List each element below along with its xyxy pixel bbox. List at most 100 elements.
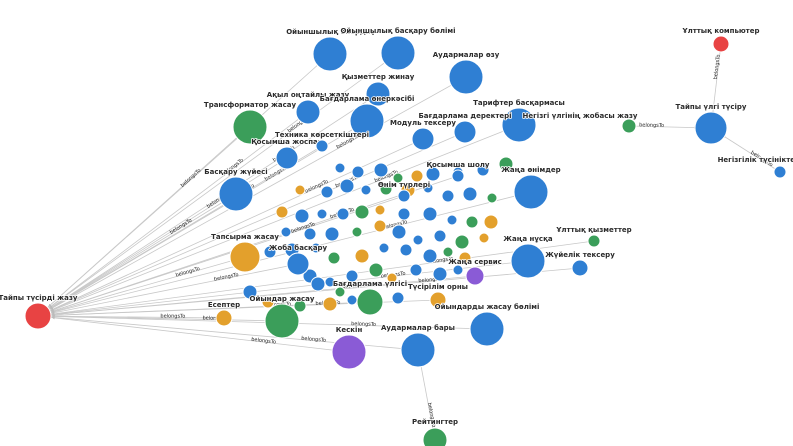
graph-node-minor[interactable]	[275, 205, 289, 219]
graph-node-minor[interactable]	[483, 214, 499, 230]
graph-node-minor[interactable]	[465, 215, 479, 229]
node-circle[interactable]	[229, 241, 261, 273]
graph-node-n22[interactable]: Аудармалар бары	[380, 323, 456, 368]
graph-node-n18[interactable]: Ойындар жасау	[249, 294, 316, 339]
graph-node-minor[interactable]	[391, 291, 405, 305]
node-circle[interactable]	[232, 109, 268, 145]
graph-node-n7[interactable]: Бағдарлама өнеркәсібі	[319, 94, 415, 139]
graph-node-n15[interactable]: Жаңа нұсқа	[503, 234, 554, 279]
graph-node-minor[interactable]	[346, 294, 358, 306]
graph-node-n11[interactable]: Қосымша жоспар	[250, 137, 324, 170]
graph-node-minor[interactable]	[303, 227, 317, 241]
graph-node-minor[interactable]	[360, 184, 372, 196]
node-circle[interactable]	[295, 99, 321, 125]
graph-node-minor[interactable]	[351, 226, 363, 238]
graph-node-n21[interactable]: Кескін	[331, 325, 367, 370]
graph-node-minor[interactable]	[339, 178, 355, 194]
node-circle[interactable]	[448, 59, 484, 95]
graph-node-n26[interactable]: Жүйелік тексеру	[544, 250, 616, 277]
graph-node-n23[interactable]: Ойындарды жасау бөлімі	[434, 302, 540, 347]
node-circle[interactable]	[712, 35, 730, 53]
graph-node-minor[interactable]	[458, 251, 472, 265]
node-circle[interactable]	[400, 332, 436, 368]
node-circle[interactable]	[621, 118, 637, 134]
graph-node-n28[interactable]: Техника көрсеткіштері	[274, 130, 370, 153]
node-circle[interactable]	[422, 427, 448, 446]
node-circle[interactable]	[513, 174, 549, 210]
graph-node-n14[interactable]: Тапсырма жасау	[210, 232, 280, 273]
graph-node-minor[interactable]	[409, 263, 423, 277]
graph-node-minor[interactable]	[294, 184, 306, 196]
graph-node-minor[interactable]	[242, 284, 258, 300]
node-circle[interactable]	[510, 243, 546, 279]
graph-node-n1[interactable]: Ойыншылық өнердің	[285, 27, 375, 72]
graph-node-n2[interactable]: Ойыншылық басқару бөлімі	[340, 26, 456, 71]
graph-node-n25[interactable]: Жаңа сервис	[447, 257, 503, 286]
graph-node-minor[interactable]	[422, 182, 434, 194]
node-circle[interactable]	[465, 266, 485, 286]
graph-node-r1[interactable]: Ұлттық компьютер	[681, 26, 760, 53]
graph-node-minor[interactable]	[336, 207, 350, 221]
node-circle[interactable]	[501, 107, 537, 143]
graph-node-n13[interactable]: Жаңа өнімдер	[501, 165, 561, 210]
graph-node-minor[interactable]	[392, 172, 404, 184]
graph-node-n27[interactable]: Ұлттық қызметтер	[555, 225, 632, 248]
node-circle[interactable]	[451, 169, 465, 183]
graph-node-n19[interactable]: Бағдарлама үлгісі	[332, 279, 408, 316]
node-circle[interactable]	[218, 176, 254, 212]
node-circle[interactable]	[215, 309, 233, 327]
graph-node-minor[interactable]	[412, 234, 424, 246]
node-circle[interactable]	[331, 334, 367, 370]
graph-node-minor[interactable]	[354, 248, 370, 264]
node-circle[interactable]	[312, 36, 348, 72]
node-circle[interactable]	[264, 303, 300, 339]
graph-node-n24[interactable]: Рейтингтер	[411, 417, 459, 446]
node-circle[interactable]	[429, 291, 447, 309]
graph-node-minor[interactable]	[320, 185, 334, 199]
graph-node-minor[interactable]	[410, 169, 424, 183]
graph-node-n4[interactable]: Қызметтер жинау	[341, 72, 416, 107]
node-circle[interactable]	[356, 288, 384, 316]
graph-node-minor[interactable]	[379, 182, 393, 196]
graph-node-minor[interactable]	[432, 266, 448, 282]
graph-node-minor[interactable]	[441, 189, 455, 203]
graph-node-minor[interactable]	[293, 299, 307, 313]
graph-node-minor[interactable]	[386, 272, 398, 284]
node-circle[interactable]	[24, 302, 52, 330]
graph-node-n9[interactable]: Модуль тексеру	[389, 118, 457, 151]
node-circle[interactable]	[315, 139, 329, 153]
graph-node-n10[interactable]: Бағдарлама деректері	[418, 111, 512, 144]
graph-node-minor[interactable]	[442, 246, 454, 258]
graph-node-n6[interactable]: Ақыл оңтайлы жазу	[266, 90, 350, 125]
graph-node-minor[interactable]	[373, 162, 389, 178]
graph-node-minor[interactable]	[334, 286, 346, 298]
graph-node-minor[interactable]	[391, 224, 407, 240]
graph-node-n8[interactable]: Тарифтер басқармасы	[472, 98, 566, 143]
graph-node-minor[interactable]	[478, 232, 490, 244]
graph-node-minor[interactable]	[334, 162, 346, 174]
graph-node-minor[interactable]	[462, 186, 478, 202]
node-circle[interactable]	[286, 252, 310, 276]
graph-node-minor[interactable]	[327, 251, 341, 265]
node-circle[interactable]	[349, 103, 385, 139]
graph-node-r2[interactable]: Тайпы үлгі түсіру	[675, 102, 748, 145]
graph-node-minor[interactable]	[399, 243, 413, 257]
graph-node-minor[interactable]	[345, 269, 359, 283]
graph-node-minor[interactable]	[446, 214, 458, 226]
graph-node-minor[interactable]	[368, 262, 384, 278]
graph-node-minor[interactable]	[452, 264, 464, 276]
graph-node-minor[interactable]	[280, 226, 292, 238]
graph-node-minor[interactable]	[374, 204, 386, 216]
graph-node-n29[interactable]: Қосымша шолу	[426, 160, 491, 183]
graph-node-minor[interactable]	[476, 163, 490, 177]
graph-node-minor[interactable]	[422, 206, 438, 222]
graph-node-minor[interactable]	[425, 166, 441, 182]
graph-node-r3[interactable]: Негізгі үлгінің жобасы жазу	[522, 111, 639, 134]
graph-node-minor[interactable]	[263, 245, 277, 259]
node-circle[interactable]	[397, 189, 411, 203]
graph-node-minor[interactable]	[498, 156, 514, 172]
graph-node-minor[interactable]	[322, 296, 338, 312]
graph-node-minor[interactable]	[294, 208, 310, 224]
